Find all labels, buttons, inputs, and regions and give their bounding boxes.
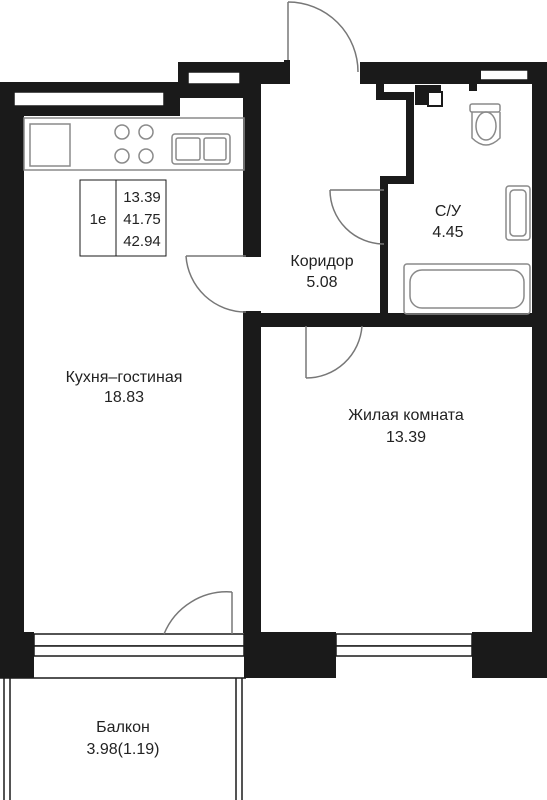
bath-fixtures (403, 103, 531, 315)
room-labels: Кухня–гостиная 18.83 Коридор 5.08 С/У 4.… (66, 203, 464, 758)
total-area: 41.75 (123, 211, 161, 228)
corridor-area: 5.08 (306, 274, 337, 291)
kitchen-name: Кухня–гостиная (66, 369, 183, 386)
bottom-windows (33, 633, 473, 657)
summary-box: 1е 13.39 41.75 42.94 (79, 179, 167, 257)
kitchen-fixtures (23, 117, 245, 171)
balcony-area: 3.98(1.19) (87, 741, 160, 758)
balcony-name: Балкон (96, 719, 150, 736)
living-area: 13.39 (123, 189, 161, 206)
bedroom-name: Жилая комната (348, 407, 464, 424)
balcony (0, 677, 246, 800)
doors (163, 1, 385, 635)
corridor-name: Коридор (290, 253, 353, 270)
bedroom-area: 13.39 (386, 429, 426, 446)
bathroom-name: С/У (435, 203, 462, 220)
interior-walls (243, 69, 533, 633)
windows (13, 69, 529, 107)
entrance-mark (284, 60, 290, 84)
total-area-with-balcony: 42.94 (123, 233, 161, 250)
kitchen-area: 18.83 (104, 389, 144, 406)
bathroom-area: 4.45 (432, 224, 463, 241)
apartment-type: 1е (90, 211, 107, 228)
walls (0, 62, 547, 678)
